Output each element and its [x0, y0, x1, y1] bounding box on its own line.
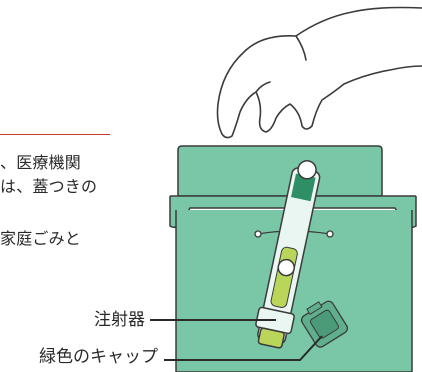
cap-leader-line	[164, 335, 323, 361]
pen-syringe-icon	[255, 160, 321, 349]
instruction-line-3: 家庭ごみと	[0, 229, 82, 248]
syringe-label: 注射器	[94, 310, 145, 330]
green-cap-label: 緑色のキャップ	[39, 347, 158, 367]
hand-icon	[216, 6, 422, 139]
instruction-line-1: 、医療機関	[0, 153, 82, 172]
green-cap-icon	[300, 300, 349, 348]
instruction-line-2: は、蓋つきの	[0, 177, 98, 196]
accent-rule	[0, 134, 110, 135]
